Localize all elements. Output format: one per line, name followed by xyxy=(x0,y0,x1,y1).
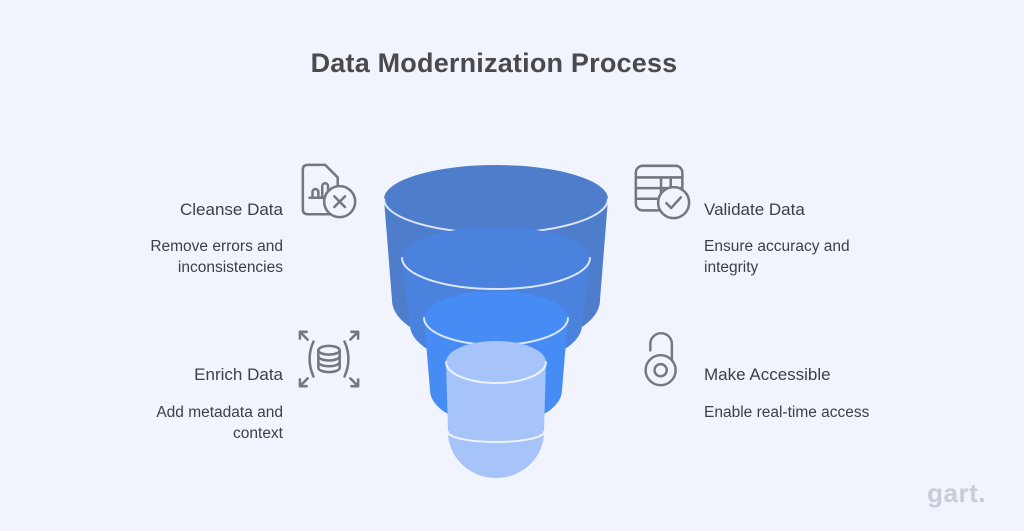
funnel-tier-2-rim xyxy=(401,257,591,290)
step-enrich-data: Enrich Data xyxy=(194,365,283,385)
step-description: Ensure accuracy and integrity xyxy=(704,238,850,276)
step-description: Enable real-time access xyxy=(704,404,870,421)
step-cleanse-data: Cleanse Data xyxy=(180,200,283,220)
document-remove-icon xyxy=(298,160,360,222)
funnel-diagram xyxy=(383,165,609,478)
step-label: Enrich Data xyxy=(194,365,283,384)
funnel-tier-4-bottom-rim xyxy=(447,431,545,443)
page-title: Data Modernization Process xyxy=(310,48,678,78)
unlock-icon xyxy=(640,326,685,390)
brand-logo: gart. xyxy=(927,478,986,508)
step-label: Validate Data xyxy=(704,200,805,219)
step-description: Remove errors and inconsistencies xyxy=(150,238,283,276)
step-description: Add metadata and context xyxy=(156,404,283,442)
table-check-icon xyxy=(631,160,693,222)
step-label: Cleanse Data xyxy=(179,200,283,219)
step-validate-data: Validate Data xyxy=(704,200,805,220)
step-label: Make Accessible xyxy=(704,365,831,384)
funnel-tier-4-rim xyxy=(445,361,547,384)
funnel-tier-4 xyxy=(446,341,546,478)
database-expand-icon xyxy=(294,326,364,392)
step-make-accessible: Make Accessible xyxy=(704,365,831,385)
